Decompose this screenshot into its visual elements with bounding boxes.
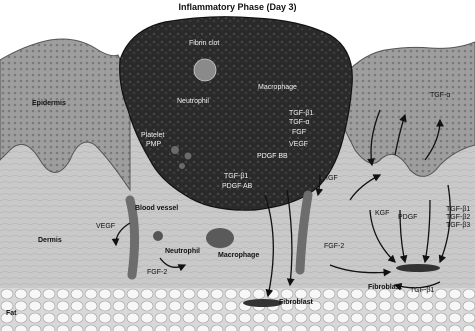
label-macrophage-dermis: Macrophage [218,252,259,260]
fat-layer [0,288,475,331]
label-fibrin-clot: Fibrin clot [189,40,219,48]
label-fibroblast-right: Fibroblast [368,284,402,292]
fibrin-sphere [194,59,216,81]
label-kgf: KGF [375,210,389,218]
blood-vessel-left [130,200,135,275]
label-tgf-stack-3: TGF-β3 [446,222,470,230]
diagram-title: Inflammatory Phase (Day 3) [0,2,475,12]
label-tgf-beta1-a: TGF-β1 [289,110,313,118]
label-tgf-beta1-right: TGF-β1 [410,287,434,295]
label-neutrophil-clot: Neutrophil [177,98,209,106]
label-tgf-stack-2: TGF-β2 [446,214,470,222]
label-fgf-clot: FGF [292,129,306,137]
label-fgf2-left: FGF-2 [147,269,167,277]
label-pdgf-bb: PDGF BB [257,153,288,161]
label-platelet-sub: PMP [146,141,161,149]
label-fibroblast-bottom: Fibroblast [279,299,313,307]
label-tgf-beta1-clot: TGF-β1 [224,173,248,181]
label-fgf2-right: FGF-2 [324,243,344,251]
label-tgf-alpha-epidermis: TGF-α [430,92,450,100]
fibroblast-right [396,264,440,272]
label-blood-vessel: Blood vessel [135,205,178,213]
label-tgf-stack-1: TGF-β1 [446,206,470,214]
label-igf: IGF [326,175,338,183]
macrophage-cell [206,228,234,248]
label-platelet: Platelet [141,132,164,140]
label-pdgf-right: PDGF [398,214,417,222]
label-neutrophil-dermis: Neutrophil [165,248,200,256]
label-fat: Fat [6,310,17,318]
label-vegf-clot: VEGF [289,141,308,149]
label-pdgf-ab: PDGF AB [222,183,252,191]
label-vegf-dermis: VEGF [96,223,115,231]
label-tgf-alpha: TGF-α [289,119,309,127]
label-macrophage-clot: Macrophage [258,84,297,92]
label-dermis: Dermis [38,237,62,245]
label-epidermis: Epidermis [32,100,66,108]
fibroblast-bottom [243,299,283,307]
